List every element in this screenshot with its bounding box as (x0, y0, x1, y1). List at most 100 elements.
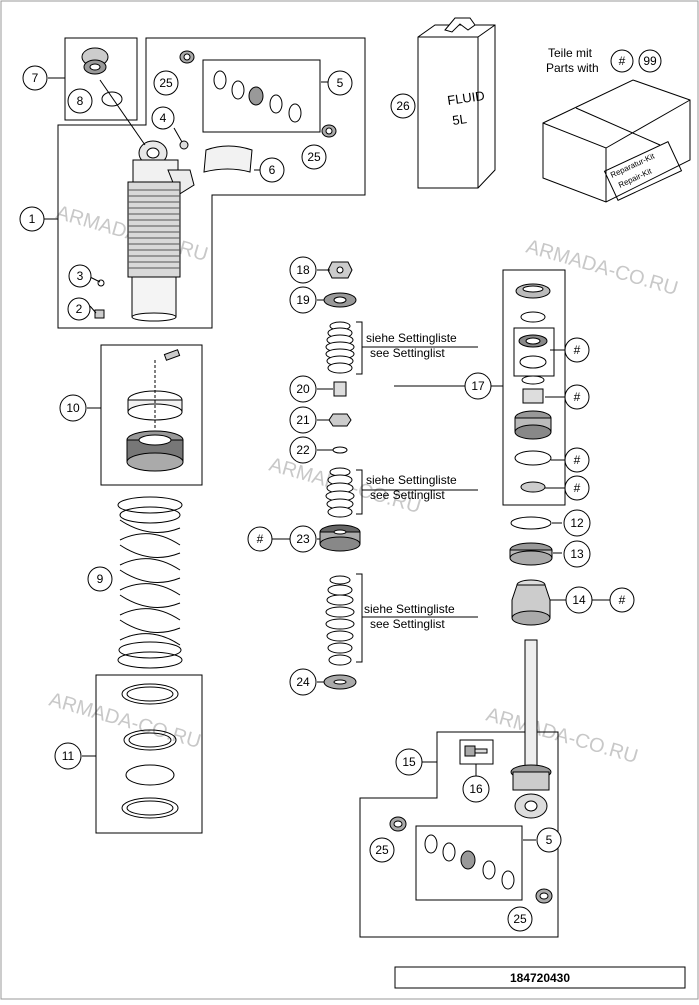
settinglist-de: siehe Settingliste (366, 331, 457, 345)
callout-25: 25 (507, 906, 533, 932)
callout-number: 25 (375, 843, 389, 857)
callout-number: # (574, 390, 581, 404)
part-5-seal-set (424, 834, 515, 890)
callout-17: 17 (464, 372, 492, 400)
callout-23: 23 (289, 525, 317, 553)
callout-2: 2 (67, 297, 91, 321)
parts-with-hash: # (610, 49, 634, 73)
callout-12: 12 (563, 509, 591, 537)
callout-number: 1 (29, 212, 36, 226)
callout-1: 1 (19, 206, 45, 232)
bracket (356, 573, 363, 663)
part-13-bushing (509, 542, 553, 566)
settinglist-de: siehe Settingliste (366, 473, 457, 487)
callout-26: 26 (390, 93, 416, 119)
callout-number: # (257, 532, 264, 546)
callout-number: 7 (32, 71, 39, 85)
callout-hash: # (564, 384, 590, 410)
part-22-washer (332, 446, 348, 454)
group-box-11 (95, 674, 203, 834)
part-11-ring-set (121, 683, 179, 819)
callout-number: 11 (62, 749, 75, 763)
callout-22: 22 (289, 436, 317, 464)
callout-number: 8 (77, 94, 84, 108)
callout-number: 5 (546, 833, 553, 847)
callout-25: 25 (301, 144, 327, 170)
callout-number: 21 (296, 413, 310, 427)
settinglist-en: see Settinglist (370, 346, 445, 360)
parts-with-number: 99 (638, 49, 662, 73)
callout-11: 11 (54, 742, 82, 770)
part-20-spacer (333, 381, 347, 397)
callout-number: 19 (296, 293, 310, 307)
callout-number: 26 (396, 99, 410, 113)
callout-number: 99 (643, 54, 657, 68)
callout-13: 13 (563, 540, 591, 568)
callout-5: 5 (327, 70, 353, 96)
fluid-volume: 5L (451, 111, 467, 128)
part-7-bearing (81, 47, 109, 75)
bracket (356, 321, 363, 375)
callout-number: 10 (66, 401, 80, 415)
callout-14: 14 (565, 586, 593, 614)
callout-6: 6 (259, 157, 285, 183)
leader-line (99, 79, 146, 146)
callout-4: 4 (151, 106, 175, 130)
callout-number: 12 (570, 516, 584, 530)
callout-5: 5 (536, 827, 562, 853)
callout-number: 6 (269, 163, 276, 177)
settinglist-en: see Settinglist (370, 488, 445, 502)
part-18-nut (327, 261, 353, 279)
shim-stack-lower (325, 575, 355, 666)
callout-18: 18 (289, 256, 317, 284)
callout-number: 25 (513, 912, 527, 926)
callout-8: 8 (67, 88, 93, 114)
callout-hash: # (247, 526, 273, 552)
group-box-5-top (202, 59, 321, 133)
callout-number: 15 (402, 755, 416, 769)
callout-15: 15 (395, 748, 423, 776)
group-box-10 (100, 344, 203, 486)
callout-20: 20 (289, 375, 317, 403)
callout-number: 23 (296, 532, 310, 546)
part-19-washer (323, 292, 357, 308)
callout-number: 20 (296, 382, 310, 396)
part-23-piston (319, 524, 361, 552)
part-8-ring (101, 91, 123, 107)
part-12-o-ring (510, 516, 552, 530)
part-25-bushing (179, 50, 195, 64)
fluid-label: FLUID (446, 88, 485, 108)
part-number: 184720430 (510, 971, 570, 985)
callout-7: 7 (22, 65, 48, 91)
callout-16: 16 (462, 775, 490, 803)
fluid-canister: FLUID 5L (417, 17, 496, 189)
settinglist-en: see Settinglist (370, 617, 445, 631)
callout-number: # (619, 54, 626, 68)
callout-number: 18 (296, 263, 310, 277)
callout-number: 17 (471, 379, 485, 393)
callout-25: 25 (369, 837, 395, 863)
callout-number: # (574, 343, 581, 357)
callout-number: 2 (76, 302, 83, 316)
callout-number: 5 (337, 76, 344, 90)
callout-number: # (574, 453, 581, 467)
shim-stack-middle (325, 467, 355, 518)
callout-number: 14 (572, 593, 586, 607)
callout-hash: # (564, 337, 590, 363)
callout-number: 9 (97, 572, 104, 586)
group-box-17 (502, 269, 566, 506)
callout-24: 24 (289, 668, 317, 696)
part-10-spring-retainer (126, 349, 184, 472)
callout-19: 19 (289, 286, 317, 314)
part-16-valve (464, 745, 488, 757)
part-21-nut (328, 413, 352, 427)
callout-hash: # (564, 475, 590, 501)
watermark: ARMADA-CO.RU (484, 704, 641, 768)
callout-number: 13 (570, 547, 584, 561)
callout-9: 9 (87, 566, 113, 592)
repair-kit-box: Reparatur-Kit Repair-Kit (542, 79, 691, 203)
group-box-1 (57, 37, 366, 329)
